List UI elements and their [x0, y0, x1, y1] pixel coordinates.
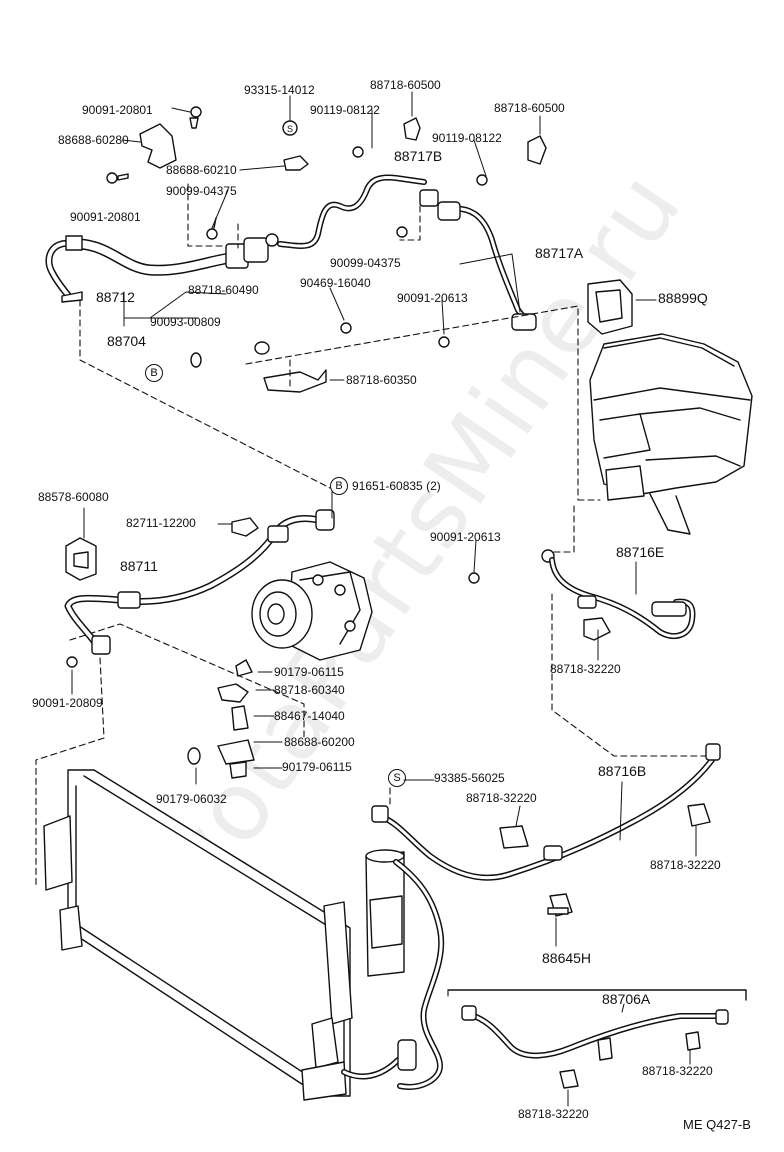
label-88467-14040: 88467-14040 [274, 709, 345, 723]
label-88718-60350: 88718-60350 [346, 373, 417, 387]
label-90179-06032: 90179-06032 [156, 792, 227, 806]
label-90119-08122-b: 90119-08122 [432, 131, 502, 145]
label-88718-32220-e: 88718-32220 [518, 1107, 589, 1121]
label-88718-32220-d: 88718-32220 [642, 1064, 713, 1078]
label-88718-60340: 88718-60340 [274, 683, 345, 697]
pipe-88716B [371, 743, 721, 917]
label-90091-20809: 90091-20809 [32, 696, 103, 710]
label-93315-14012: 93315-14012 [244, 83, 315, 97]
label-88717A: 88717A [535, 245, 584, 261]
pipe-88717A [437, 201, 537, 331]
label-88718-60500-b: 88718-60500 [494, 101, 565, 115]
hardware-middle [65, 517, 555, 779]
hardware-top [106, 106, 547, 393]
label-88688-60280: 88688-60280 [58, 133, 129, 147]
compressor [251, 561, 373, 661]
hose-88712 [45, 233, 279, 303]
label-93385-56025: 93385-56025 [434, 771, 505, 785]
condenser [43, 769, 353, 1101]
label-90091-20613-a: 90091-20613 [397, 291, 468, 305]
label-88578-60080: 88578-60080 [38, 490, 109, 504]
label-88899Q: 88899Q [658, 290, 708, 306]
label-88688-60210: 88688-60210 [166, 163, 237, 177]
pipe-88717B [277, 174, 439, 249]
pipe-88706A [447, 907, 747, 1089]
label-88711: 88711 [120, 558, 158, 574]
label-88688-60200: 88688-60200 [284, 735, 355, 749]
s-marker-top: S [287, 124, 293, 134]
liquid-line [341, 859, 445, 1090]
receiver-drier [365, 849, 405, 977]
label-88718-60500-a: 88718-60500 [370, 78, 441, 92]
label-88706A: 88706A [602, 991, 651, 1007]
label-90091-20801-a: 90091-20801 [82, 103, 153, 117]
label-90179-06115-a: 90179-06115 [274, 665, 344, 679]
label-88704: 88704 [107, 333, 146, 349]
marker-b-middle: B [330, 477, 348, 495]
label-90119-08122-a: 90119-08122 [310, 103, 380, 117]
label-90091-20613-b: 90091-20613 [430, 530, 501, 544]
label-90093-00809: 90093-00809 [150, 315, 221, 329]
hose-88711 [64, 509, 335, 655]
label-88717B: 88717B [394, 148, 443, 164]
label-90091-20801-b: 90091-20801 [70, 210, 141, 224]
dashed-leaders [35, 183, 707, 1001]
label-88718-32220-b: 88718-32220 [466, 791, 537, 805]
diagram-code: ME Q427-B [683, 1117, 751, 1132]
label-90099-04375-b: 90099-04375 [330, 256, 401, 270]
leader-lines [71, 91, 697, 1107]
label-88718-32220-a: 88718-32220 [550, 662, 621, 676]
marker-s-bottom: S [388, 769, 406, 787]
label-82711-12200: 82711-12200 [126, 516, 196, 530]
label-88712: 88712 [96, 289, 135, 305]
label-88718-60490: 88718-60490 [188, 283, 259, 297]
label-88645H: 88645H [542, 950, 592, 966]
label-88716E: 88716E [616, 544, 665, 560]
label-88716B: 88716B [598, 763, 647, 779]
evaporator-unit [587, 279, 753, 535]
label-91651-60835: 91651-60835 (2) [352, 479, 441, 493]
label-90179-06115-b: 90179-06115 [282, 760, 352, 774]
marker-b-top: B [145, 364, 163, 382]
pipe-88716E [549, 557, 696, 641]
label-88718-32220-c: 88718-32220 [650, 858, 721, 872]
label-90099-04375-a: 90099-04375 [166, 184, 237, 198]
label-90469-16040: 90469-16040 [300, 276, 371, 290]
